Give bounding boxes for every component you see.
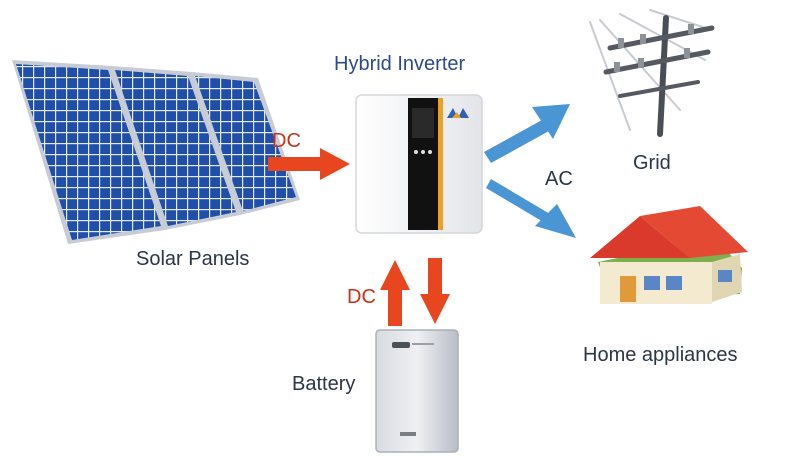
- dc-label-solar: DC: [272, 130, 301, 152]
- dc-label-battery: DC: [347, 286, 376, 308]
- solar-panels-label: Solar Panels: [136, 248, 250, 270]
- grid-label: Grid: [633, 152, 671, 174]
- house-icon: [590, 206, 748, 304]
- ac-label: AC: [545, 168, 573, 190]
- home-appliances-label: Home appliances: [583, 344, 738, 366]
- dc-arrow-battery-to-inverter: [380, 260, 410, 326]
- ac-arrow-to-home: [486, 179, 576, 238]
- dc-arrow-inverter-to-battery: [420, 258, 450, 324]
- utility-pole-icon: [589, 9, 715, 137]
- battery-icon: [375, 329, 459, 453]
- solar-panels-icon: [12, 60, 300, 244]
- battery-label: Battery: [292, 373, 356, 395]
- inverter-label: Hybrid Inverter: [334, 53, 466, 75]
- dc-arrow-solar-to-inverter: [268, 148, 350, 180]
- ac-arrow-to-grid: [484, 104, 570, 163]
- hybrid-inverter-icon: [355, 94, 483, 234]
